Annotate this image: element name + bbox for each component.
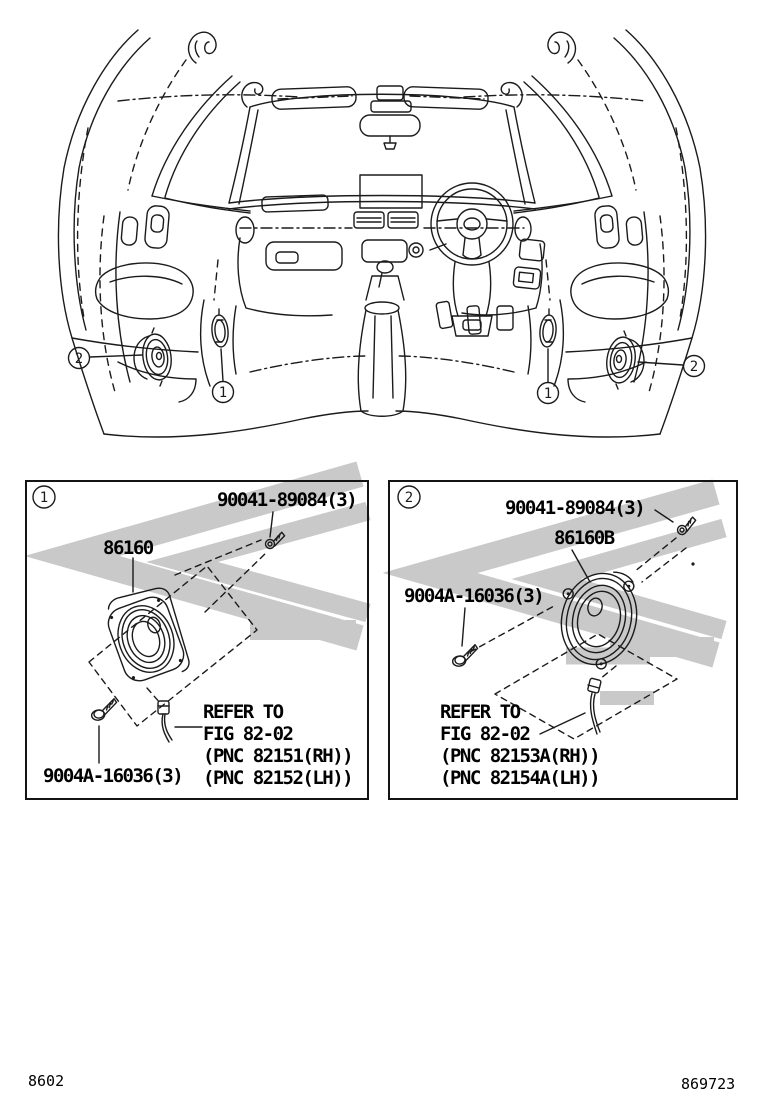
right-door-body [395,29,707,438]
refer-line: REFER TO [440,701,521,723]
panel-1-callout-number: 1 [40,490,48,506]
callout-1-left: 1 [211,348,235,404]
callout-1-badge: 1 [32,485,56,509]
refer-line: REFER TO [203,701,284,723]
refer-line: FIG 82-02 [203,723,294,745]
center-display [359,174,423,209]
callout-1-right: 1 [536,348,560,405]
panel-2-reference-note: REFER TO FIG 82-02 (PNC 82153A(RH)) (PNC… [440,701,601,789]
refer-line: (PNC 82154A(LH)) [440,767,601,789]
callout-1-left-number: 1 [219,385,227,401]
panel-2-screw-part-label: 90041-89084(3) [505,497,646,519]
panel-1-speaker-art [107,587,190,682]
right-door-speaker [606,330,645,390]
panel-2-speaker-art [560,571,638,670]
panel-2-speaker-part-label: 86160B [554,527,615,549]
callout-1-right-number: 1 [544,386,552,402]
glovebox [265,241,343,271]
shift-knob [376,260,394,274]
steering-wheel [429,182,546,337]
panel-2-art: 2 [397,485,697,740]
left-tweeter [211,308,229,348]
document-code: 869723 [681,1075,736,1093]
panel-1-tapping-screw-part-label: 9004A-16036(3) [43,765,184,787]
left-door-body [57,29,369,438]
panel-1-art: 1 [32,485,286,764]
panel-2-tapping-screw-icon [451,644,479,667]
roof-and-mirror [117,85,647,150]
panel-2-connector-icon [587,677,602,735]
watermark-logo [24,461,727,705]
panel-2-screw-icon [676,516,697,536]
dashboard [228,174,543,417]
panel-1-connector-icon [157,700,173,743]
panel-1-screw-part-label: 90041-89084(3) [217,489,358,511]
figure-code: 8602 [28,1072,65,1090]
panel-2-callout-number: 2 [405,490,413,506]
detail-panel-1: 1 [25,480,369,800]
callout-2-left: 2 [67,346,143,370]
panel-2-tapping-screw-part-label: 9004A-16036(3) [404,585,545,607]
panel-1-tapping-screw-icon [90,698,118,721]
detail-panel-2: 2 [388,480,738,800]
refer-line: (PNC 82153A(RH)) [440,745,601,767]
interior-overview-diagram: 2 1 1 2 [57,29,707,438]
refer-line: (PNC 82152(LH)) [203,767,354,789]
refer-line: FIG 82-02 [440,723,531,745]
right-tweeter [539,308,557,348]
rearview-mirror [359,114,421,137]
callout-2-right: 2 [637,354,706,378]
grab-handle-icons [187,31,577,108]
callout-2-right-number: 2 [690,359,698,375]
panel-1-reference-note: REFER TO FIG 82-02 (PNC 82151(RH)) (PNC … [203,701,354,789]
callout-2-badge: 2 [397,485,421,509]
panel-1-speaker-part-label: 86160 [103,537,154,559]
panel-1-screw-icon [264,531,286,550]
refer-line: (PNC 82151(RH)) [203,745,354,767]
callout-2-left-number: 2 [75,351,83,367]
left-door-speaker [133,327,172,387]
